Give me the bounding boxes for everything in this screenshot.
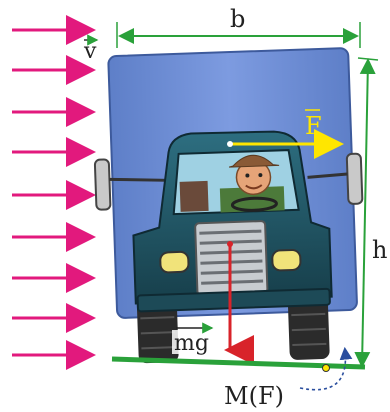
right-headlight xyxy=(271,249,302,272)
weight-label: mg xyxy=(174,331,209,356)
moment-curved-arrow-icon xyxy=(299,346,353,391)
pivot-point xyxy=(322,364,330,372)
left-headlight xyxy=(159,250,190,274)
force-label: F xyxy=(305,112,322,140)
width-label: b xyxy=(230,5,245,33)
center-of-mass-point xyxy=(227,241,233,247)
width-dimension xyxy=(116,22,361,48)
left-mirror xyxy=(93,158,112,211)
right-mirror xyxy=(345,152,364,205)
height-label: h xyxy=(372,236,387,264)
velocity-label: v xyxy=(83,39,97,64)
wind-arrows xyxy=(12,15,96,370)
force-application-point xyxy=(227,141,233,147)
height-dimension xyxy=(354,57,379,368)
weight-label-backdrop xyxy=(172,330,218,354)
truck xyxy=(93,47,364,364)
moment-label: M(F) xyxy=(224,382,284,410)
bumper xyxy=(136,287,331,313)
driver xyxy=(179,154,285,213)
